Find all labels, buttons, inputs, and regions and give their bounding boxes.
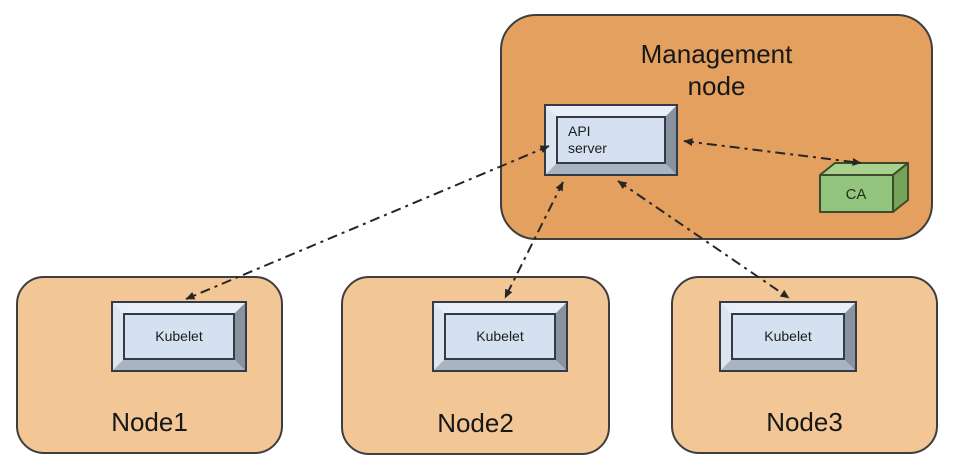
- ca-front-face: [819, 174, 894, 213]
- kubelet-bevel: [113, 303, 245, 370]
- ca-box: CA: [819, 162, 909, 213]
- api-server-bevel: [546, 106, 676, 174]
- kubelet-box-node2: Kubelet: [432, 301, 568, 372]
- kubelet-label: Kubelet: [731, 313, 845, 360]
- kubelet-bevel: [434, 303, 566, 370]
- node-label: Node1: [111, 407, 188, 437]
- node-label: Node2: [437, 408, 514, 438]
- kubelet-label: Kubelet: [444, 313, 556, 360]
- kubelet-box-node1: Kubelet: [111, 301, 247, 372]
- management-node-label: Management node: [640, 39, 793, 101]
- node-label: Node3: [766, 407, 843, 437]
- api-server-box: API server: [544, 104, 678, 176]
- kubelet-label: Kubelet: [123, 313, 235, 360]
- ca-label: CA: [846, 186, 867, 203]
- kubelet-box-node3: Kubelet: [719, 301, 857, 372]
- kubelet-bevel: [721, 303, 855, 370]
- api-server-label: API server: [568, 123, 607, 156]
